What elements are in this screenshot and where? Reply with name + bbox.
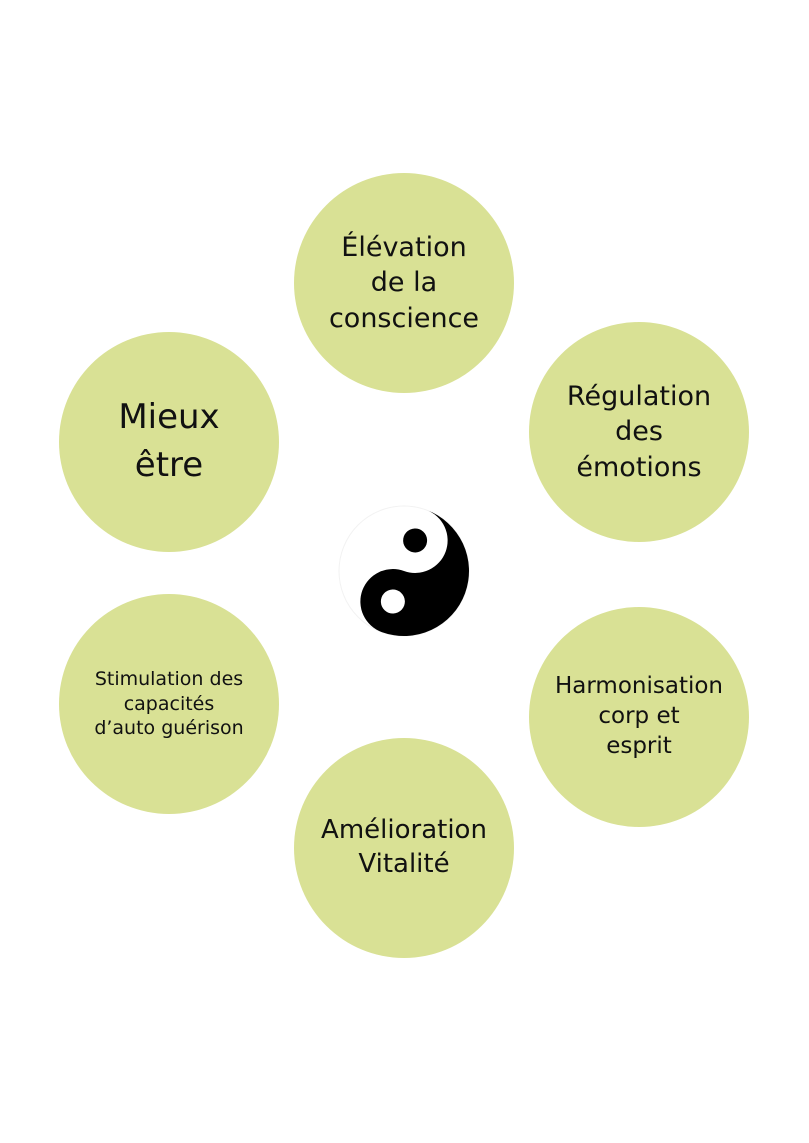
bubble-text-line: être [134,445,204,485]
bubble-text-line: Régulation [566,381,712,413]
yin-yang-icon [338,505,470,637]
bubble-regulation-emotions: Régulation des émotions [529,322,749,542]
bubble-text-line: des [615,416,663,448]
bubble-text-line: corp et [598,703,680,730]
bubble-text-line: esprit [606,732,672,759]
bubble-text-line: Harmonisation [554,673,724,700]
yang-dot [380,589,405,614]
bubble-text-line: Stimulation des [94,667,244,690]
bubble-text-line: conscience [328,302,480,334]
yin-dot [403,528,428,553]
bubble-elevation-conscience: Élévation de la conscience [294,173,514,393]
bubble-harmonisation: Harmonisation corp et esprit [529,607,749,827]
bubble-text-line: Mieux [118,397,220,438]
bubble-text-line: Amélioration [321,815,487,846]
bubble-text-line: émotions [576,451,702,483]
bubble-amelioration-vitalite: Amélioration Vitalité [294,738,514,958]
bubble-stimulation-auto-guerison: Stimulation des capacités d’auto guériso… [59,594,279,814]
bubble-text-line: capacités [123,692,215,715]
bubble-text-line: Vitalité [358,849,450,879]
bubble-text-line: d’auto guérison [94,717,244,740]
bubble-text-line: de la [370,267,438,299]
bubble-mieux-etre: Mieux être [59,332,279,552]
bubble-text-line: Élévation [341,232,467,264]
